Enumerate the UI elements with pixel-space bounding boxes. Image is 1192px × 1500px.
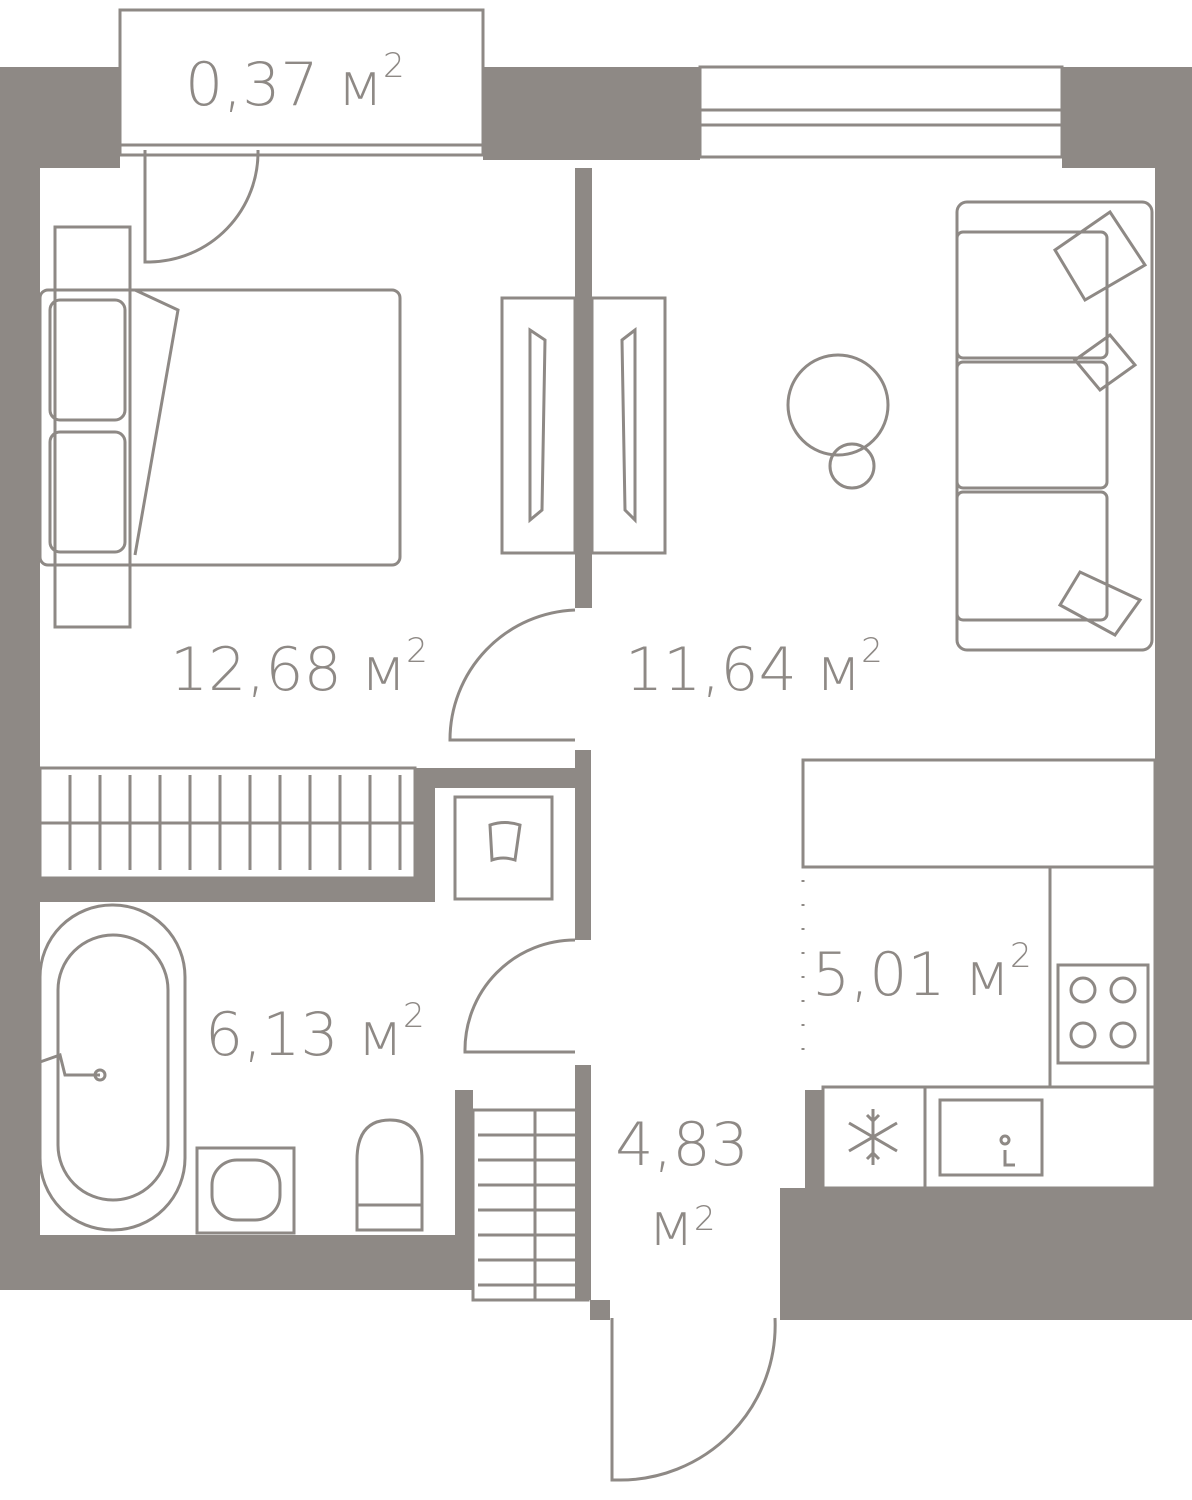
- chair: [828, 442, 876, 490]
- washing-machine: [453, 795, 554, 901]
- living-room-area-label: 11,64 м2: [625, 631, 883, 705]
- sofa: [955, 200, 1154, 652]
- bedroom-area-label: 12,68 м2: [170, 631, 428, 705]
- kitchen-counter-top: [801, 758, 1157, 869]
- kitchen-counter-side: [1048, 865, 1157, 1089]
- toilet: [355, 1118, 424, 1232]
- closet: [38, 766, 417, 880]
- hallway-closet: [471, 1108, 590, 1302]
- bathroom-area-label: 6,13 м2: [205, 996, 425, 1070]
- wardrobe-left: [500, 296, 577, 555]
- bathtub: [38, 903, 187, 1232]
- bathroom-door[interactable]: [463, 938, 576, 1054]
- balcony-door[interactable]: [143, 149, 260, 264]
- entrance-door[interactable]: [610, 1317, 777, 1482]
- walls: [0, 67, 1192, 1320]
- balcony-door-frame: [118, 143, 485, 157]
- balcony-area-label: 0,37 м2: [185, 46, 405, 120]
- round-table: [786, 353, 890, 457]
- window: [698, 65, 1064, 159]
- stove: [1056, 963, 1150, 1065]
- kitchen-sink: [938, 1098, 1044, 1177]
- bathroom-sink: [195, 1146, 296, 1235]
- fridge-snowflake-icon: [848, 1109, 898, 1165]
- wardrobe-right: [590, 296, 667, 555]
- kitchen-area-label: 5,01 м2: [812, 936, 1032, 1010]
- bed: [38, 225, 402, 629]
- bedroom-door[interactable]: [448, 608, 576, 742]
- kitchen-counter-bottom: [821, 1085, 1157, 1190]
